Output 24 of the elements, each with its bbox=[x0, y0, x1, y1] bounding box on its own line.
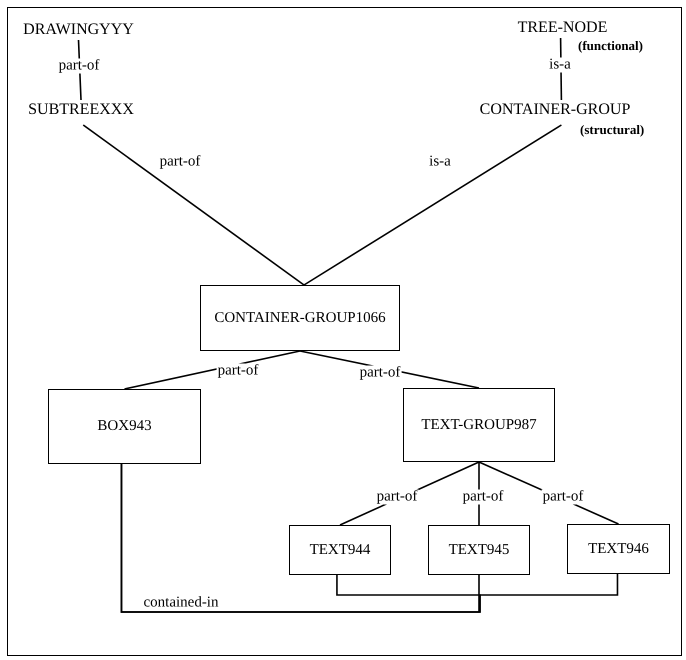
object-box: BOX943 bbox=[48, 389, 201, 464]
object-box: TEXT944 bbox=[289, 525, 391, 575]
edge-label: is-a bbox=[548, 58, 572, 72]
object-box: CONTAINER-GROUP1066 bbox=[200, 285, 400, 351]
object-box: TEXT945 bbox=[428, 525, 530, 575]
concept-label: CONTAINER-GROUP bbox=[475, 100, 635, 120]
relation-line bbox=[82, 124, 304, 286]
object-box: TEXT-GROUP987 bbox=[403, 388, 555, 462]
annotation-text: (structural) bbox=[580, 122, 644, 138]
edge-label: part-of bbox=[462, 490, 504, 504]
annotation-text: (functional) bbox=[578, 38, 643, 54]
relation-line bbox=[560, 38, 562, 100]
concept-label: SUBTREEXXX bbox=[25, 100, 137, 120]
relation-line bbox=[120, 464, 618, 613]
edge-label: part-of bbox=[216, 364, 260, 378]
object-box: TEXT946 bbox=[567, 524, 670, 574]
edge-label: part-of bbox=[58, 58, 100, 74]
relation-line bbox=[304, 124, 562, 286]
concept-label: DRAWINGYYY bbox=[20, 20, 137, 40]
edge-label: part-of bbox=[358, 366, 402, 380]
edge-label: part-of bbox=[542, 490, 584, 504]
concept-label: TREE-NODE bbox=[515, 18, 610, 38]
edge-label: part-of bbox=[158, 154, 202, 170]
edge-label: part-of bbox=[376, 490, 418, 504]
